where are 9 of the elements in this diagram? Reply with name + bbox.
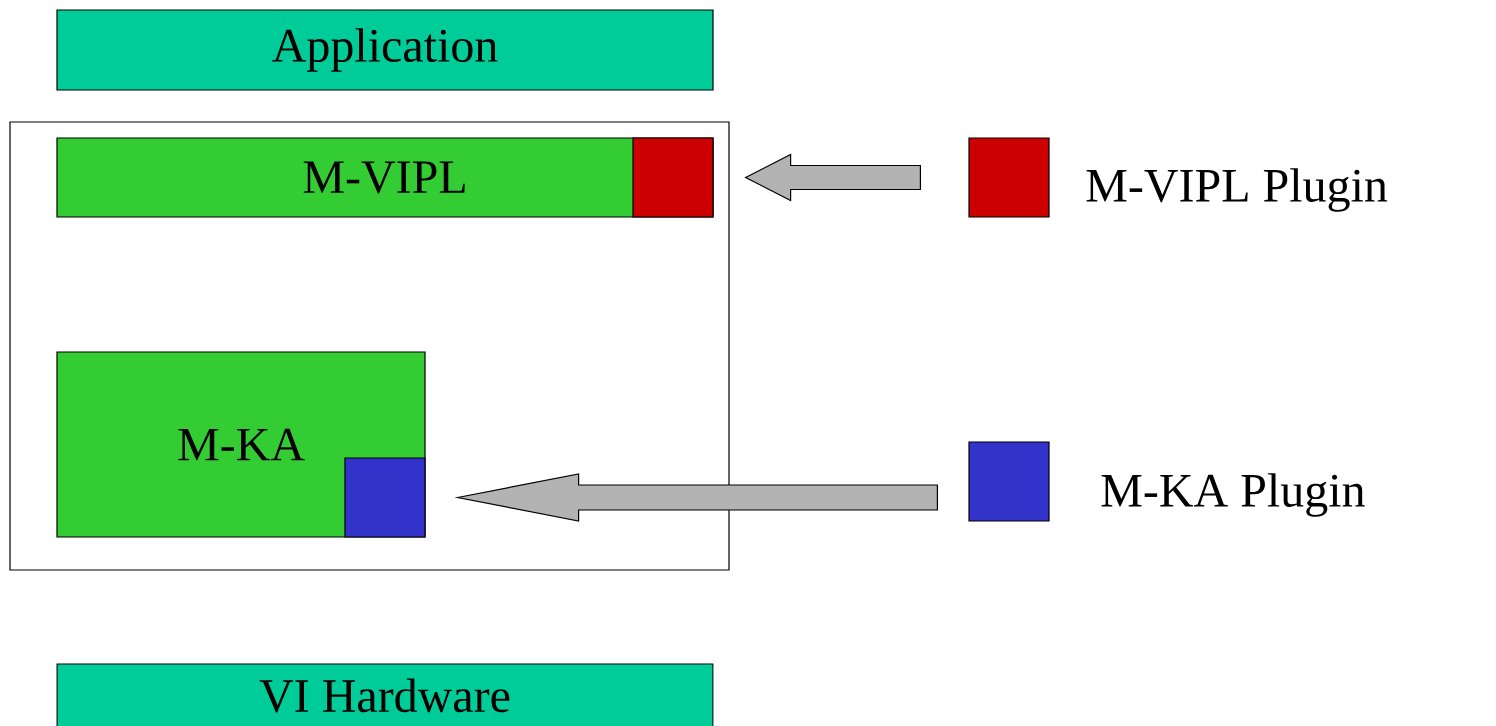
plugin-square xyxy=(968,441,1050,522)
plugin-square xyxy=(968,137,1050,218)
plugin-label: M-KA Plugin xyxy=(1101,473,1365,517)
module-box: M-KA xyxy=(56,351,426,538)
layer-box: Application xyxy=(56,9,714,91)
plugin-slot xyxy=(632,137,714,218)
layer-box: VI Hardware xyxy=(56,663,714,726)
plugin-slot xyxy=(344,457,426,538)
plugin-label: M-VIPL Plugin xyxy=(1086,168,1388,212)
